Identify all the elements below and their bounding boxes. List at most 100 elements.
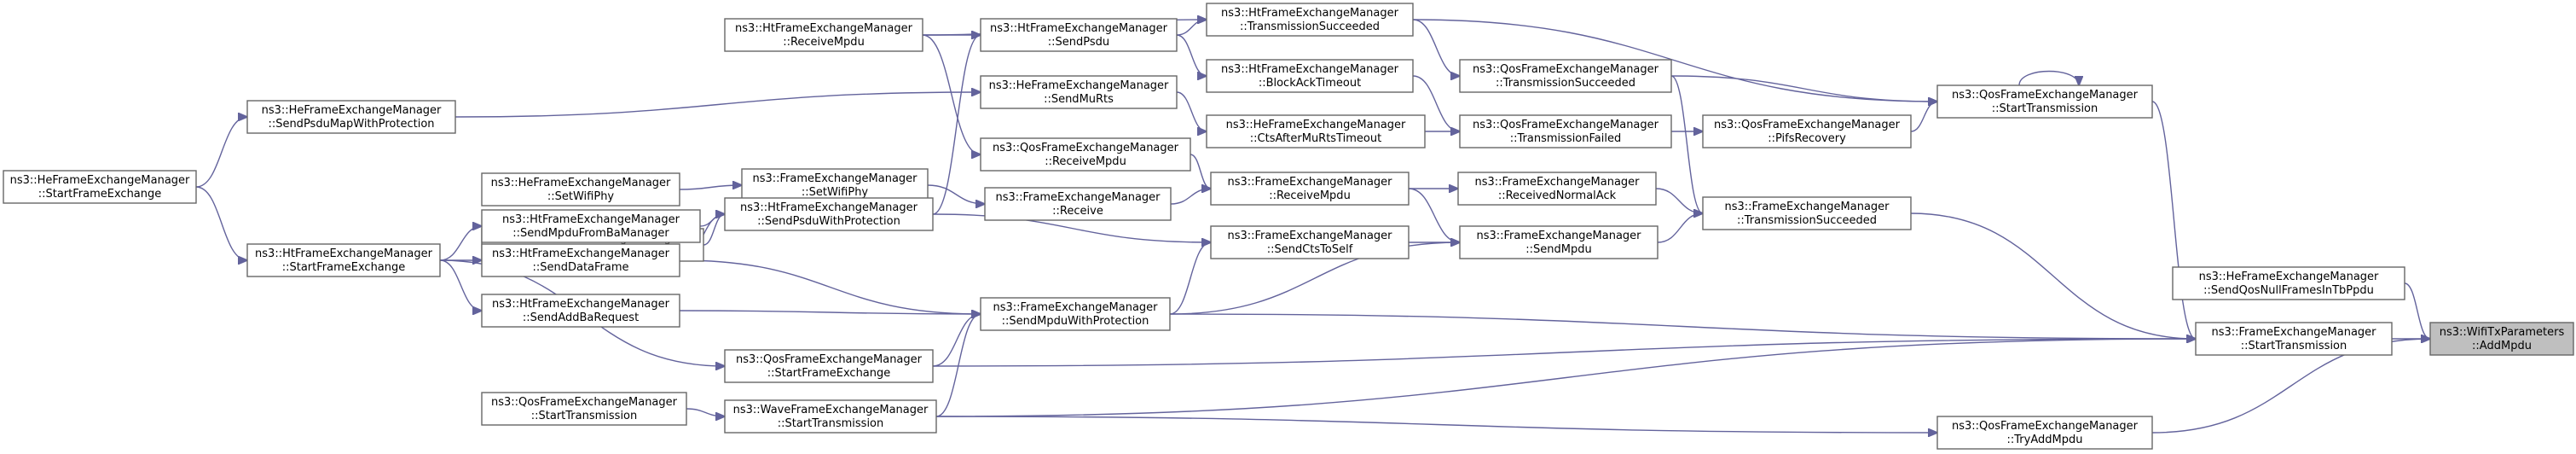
node-box bbox=[481, 209, 701, 243]
node-label-line: ::SetWifiPhy bbox=[802, 186, 869, 199]
node-wavefx-starttx[interactable]: ns3::WaveFrameExchangeManager::StartTran… bbox=[724, 399, 937, 434]
node-htfx-sendaddba[interactable]: ns3::HtFrameExchangeManager::SendAddBaRe… bbox=[481, 294, 680, 328]
node-label-line: ns3::QosFrameExchangeManager bbox=[993, 142, 1179, 154]
node-label-line: ::SendMpduFromBaManager bbox=[512, 227, 669, 240]
node-htfx-batimeout[interactable]: ns3::HtFrameExchangeManager::BlockAckTim… bbox=[1206, 59, 1414, 93]
node-hefx-ctsmurts[interactable]: ns3::HeFrameExchangeManager::CtsAfterMuR… bbox=[1206, 114, 1426, 148]
node-htfx-sendmpduba[interactable]: ns3::HtFrameExchangeManager::SendMpduFro… bbox=[481, 209, 701, 243]
node-label-line: ::TryAddMpdu bbox=[2007, 434, 2083, 446]
call-edge bbox=[1190, 154, 1211, 189]
call-edge bbox=[1657, 213, 1703, 243]
node-label-line: ::StartFrameExchange bbox=[282, 261, 406, 274]
node-fx-txsucc[interactable]: ns3::FrameExchangeManager::TransmissionS… bbox=[1702, 196, 1912, 230]
node-label-line: ns3::FrameExchangeManager bbox=[995, 191, 1161, 204]
call-edge bbox=[454, 92, 981, 118]
node-qosfx-pifs[interactable]: ns3::QosFrameExchangeManager::PifsRecove… bbox=[1702, 114, 1912, 148]
node-label-line: ::SendPsdu bbox=[1048, 36, 1109, 49]
node-fx-starttx[interactable]: ns3::FrameExchangeManager::StartTransmis… bbox=[2195, 322, 2393, 356]
node-label-line: ::ReceiveMpdu bbox=[783, 36, 865, 49]
node-box bbox=[1206, 59, 1414, 93]
node-label-line: ::SendPsduWithProtection bbox=[757, 215, 900, 228]
call-edge bbox=[2151, 101, 2196, 339]
node-box bbox=[1459, 114, 1672, 148]
call-edge bbox=[922, 34, 981, 154]
node-htfx-txsucc[interactable]: ns3::HtFrameExchangeManager::Transmissio… bbox=[1206, 3, 1414, 37]
node-fx-recvmpdu[interactable]: ns3::FrameExchangeManager::ReceiveMpdu bbox=[1210, 172, 1410, 206]
node-qosfx-txsucc[interactable]: ns3::QosFrameExchangeManager::Transmissi… bbox=[1459, 59, 1672, 93]
node-htfx-sendpsduprot[interactable]: ns3::HtFrameExchangeManager::SendPsduWit… bbox=[724, 197, 934, 231]
node-label-line: ::CtsAfterMuRtsTimeout bbox=[1250, 132, 1381, 145]
call-edge bbox=[679, 311, 981, 314]
node-hefx-sfx[interactable]: ns3::HeFrameExchangeManager::StartFrameE… bbox=[3, 170, 197, 204]
node-label-line: ns3::HeFrameExchangeManager bbox=[989, 79, 1169, 92]
node-label-line: ::TransmissionSucceeded bbox=[1737, 214, 1877, 227]
call-edge bbox=[195, 117, 247, 188]
node-label-line: ns3::HtFrameExchangeManager bbox=[492, 247, 670, 260]
call-edge bbox=[679, 185, 742, 190]
node-qosfx-starttx-l[interactable]: ns3::QosFrameExchangeManager::StartTrans… bbox=[481, 392, 687, 426]
node-box bbox=[724, 18, 923, 52]
node-label-line: ns3::QosFrameExchangeManager bbox=[1714, 119, 1901, 131]
nodes-layer: ns3::HeFrameExchangeManager::StartFrameE… bbox=[3, 3, 2574, 450]
node-fx-sendmpdu[interactable]: ns3::FrameExchangeManager::SendMpdu bbox=[1459, 225, 1658, 259]
node-fx-setwifi[interactable]: ns3::FrameExchangeManager::SetWifiPhy bbox=[741, 168, 929, 202]
node-qosfx-txfail[interactable]: ns3::QosFrameExchangeManager::Transmissi… bbox=[1459, 114, 1672, 148]
node-label-line: ns3::FrameExchangeManager bbox=[752, 172, 918, 185]
node-label-line: ns3::HtFrameExchangeManager bbox=[735, 22, 913, 35]
call-edge bbox=[686, 408, 725, 416]
call-edge bbox=[1412, 19, 1460, 76]
node-box bbox=[1702, 196, 1912, 230]
node-fx-sendcts[interactable]: ns3::FrameExchangeManager::SendCtsToSelf bbox=[1210, 225, 1410, 259]
node-fx-recvnack[interactable]: ns3::FrameExchangeManager::ReceivedNorma… bbox=[1457, 172, 1657, 206]
node-fx-sendmpduprot[interactable]: ns3::FrameExchangeManager::SendMpduWithP… bbox=[980, 297, 1171, 331]
node-box bbox=[246, 243, 441, 277]
node-box bbox=[3, 170, 197, 204]
node-box bbox=[1702, 114, 1912, 148]
call-edge bbox=[932, 314, 981, 367]
node-label-line: ::StartTransmission bbox=[531, 410, 638, 422]
node-htfx-sendpsdu[interactable]: ns3::HtFrameExchangeManager::SendPsdu bbox=[980, 18, 1178, 52]
node-label-line: ::StartFrameExchange bbox=[767, 367, 891, 380]
node-label-line: ns3::HeFrameExchangeManager bbox=[2199, 271, 2379, 283]
node-label-line: ns3::FrameExchangeManager bbox=[1227, 176, 1392, 189]
node-wifitx[interactable]: ns3::WifiTxParameters::AddMpdu bbox=[2429, 322, 2574, 356]
node-qosfx-recvmpdu[interactable]: ns3::QosFrameExchangeManager::ReceiveMpd… bbox=[980, 137, 1191, 172]
node-box bbox=[481, 392, 687, 426]
call-edge bbox=[1910, 212, 2196, 339]
node-qosfx-sfx[interactable]: ns3::QosFrameExchangeManager::StartFrame… bbox=[724, 349, 934, 383]
node-label-line: ::SendCtsToSelf bbox=[1267, 243, 1353, 256]
call-edge bbox=[1412, 19, 1937, 102]
node-label-line: ::SendMpduWithProtection bbox=[1002, 315, 1149, 328]
node-hefx-sendmurts[interactable]: ns3::HeFrameExchangeManager::SendMuRts bbox=[980, 75, 1178, 109]
node-label-line: ::StartFrameExchange bbox=[38, 188, 162, 201]
call-edge bbox=[2018, 70, 2079, 86]
node-label-line: ::SendQosNullFramesInTbPpdu bbox=[2203, 284, 2374, 297]
node-htfx-senddata[interactable]: ns3::HtFrameExchangeManager::SendDataFra… bbox=[481, 243, 680, 277]
node-box bbox=[980, 18, 1178, 52]
node-hefx-spsdu[interactable]: ns3::HeFrameExchangeManager::SendPsduMap… bbox=[246, 100, 456, 134]
node-hefx-setwifi[interactable]: ns3::HeFrameExchangeManager::SetWifiPhy bbox=[481, 172, 680, 207]
node-label-line: ::ReceiveMpdu bbox=[1269, 189, 1351, 202]
node-fx-receive[interactable]: ns3::FrameExchangeManager::Receive bbox=[984, 187, 1172, 221]
node-label-line: ::StartTransmission bbox=[2241, 340, 2347, 352]
node-label-line: ::ReceiveMpdu bbox=[1045, 155, 1126, 168]
node-label-line: ::TransmissionSucceeded bbox=[1240, 20, 1380, 33]
node-label-line: ns3::HeFrameExchangeManager bbox=[10, 174, 190, 187]
node-htfx-sfx[interactable]: ns3::HtFrameExchangeManager::StartFrameE… bbox=[246, 243, 441, 277]
node-label-line: ::TransmissionFailed bbox=[1510, 132, 1621, 145]
node-label-line: ns3::HeFrameExchangeManager bbox=[491, 177, 671, 189]
node-box bbox=[984, 187, 1172, 221]
node-qosfx-tryadd[interactable]: ns3::QosFrameExchangeManager::TryAddMpdu bbox=[1936, 416, 2153, 450]
node-label-line: ns3::QosFrameExchangeManager bbox=[491, 396, 678, 409]
node-htfx-recvmpdu[interactable]: ns3::HtFrameExchangeManager::ReceiveMpdu bbox=[724, 18, 923, 52]
node-label-line: ::SendAddBaRequest bbox=[523, 311, 639, 324]
node-label-line: ns3::FrameExchangeManager bbox=[993, 301, 1158, 314]
node-qosfx-starttx-r[interactable]: ns3::QosFrameExchangeManager::StartTrans… bbox=[1936, 84, 2153, 119]
node-hefx-sendqosnull[interactable]: ns3::HeFrameExchangeManager::SendQosNull… bbox=[2172, 266, 2405, 300]
call-edge bbox=[932, 213, 1211, 242]
node-box bbox=[2195, 322, 2393, 356]
call-edge bbox=[1910, 102, 1937, 132]
node-label-line: ns3::QosFrameExchangeManager bbox=[1952, 89, 2139, 102]
call-edge bbox=[1176, 20, 1207, 36]
